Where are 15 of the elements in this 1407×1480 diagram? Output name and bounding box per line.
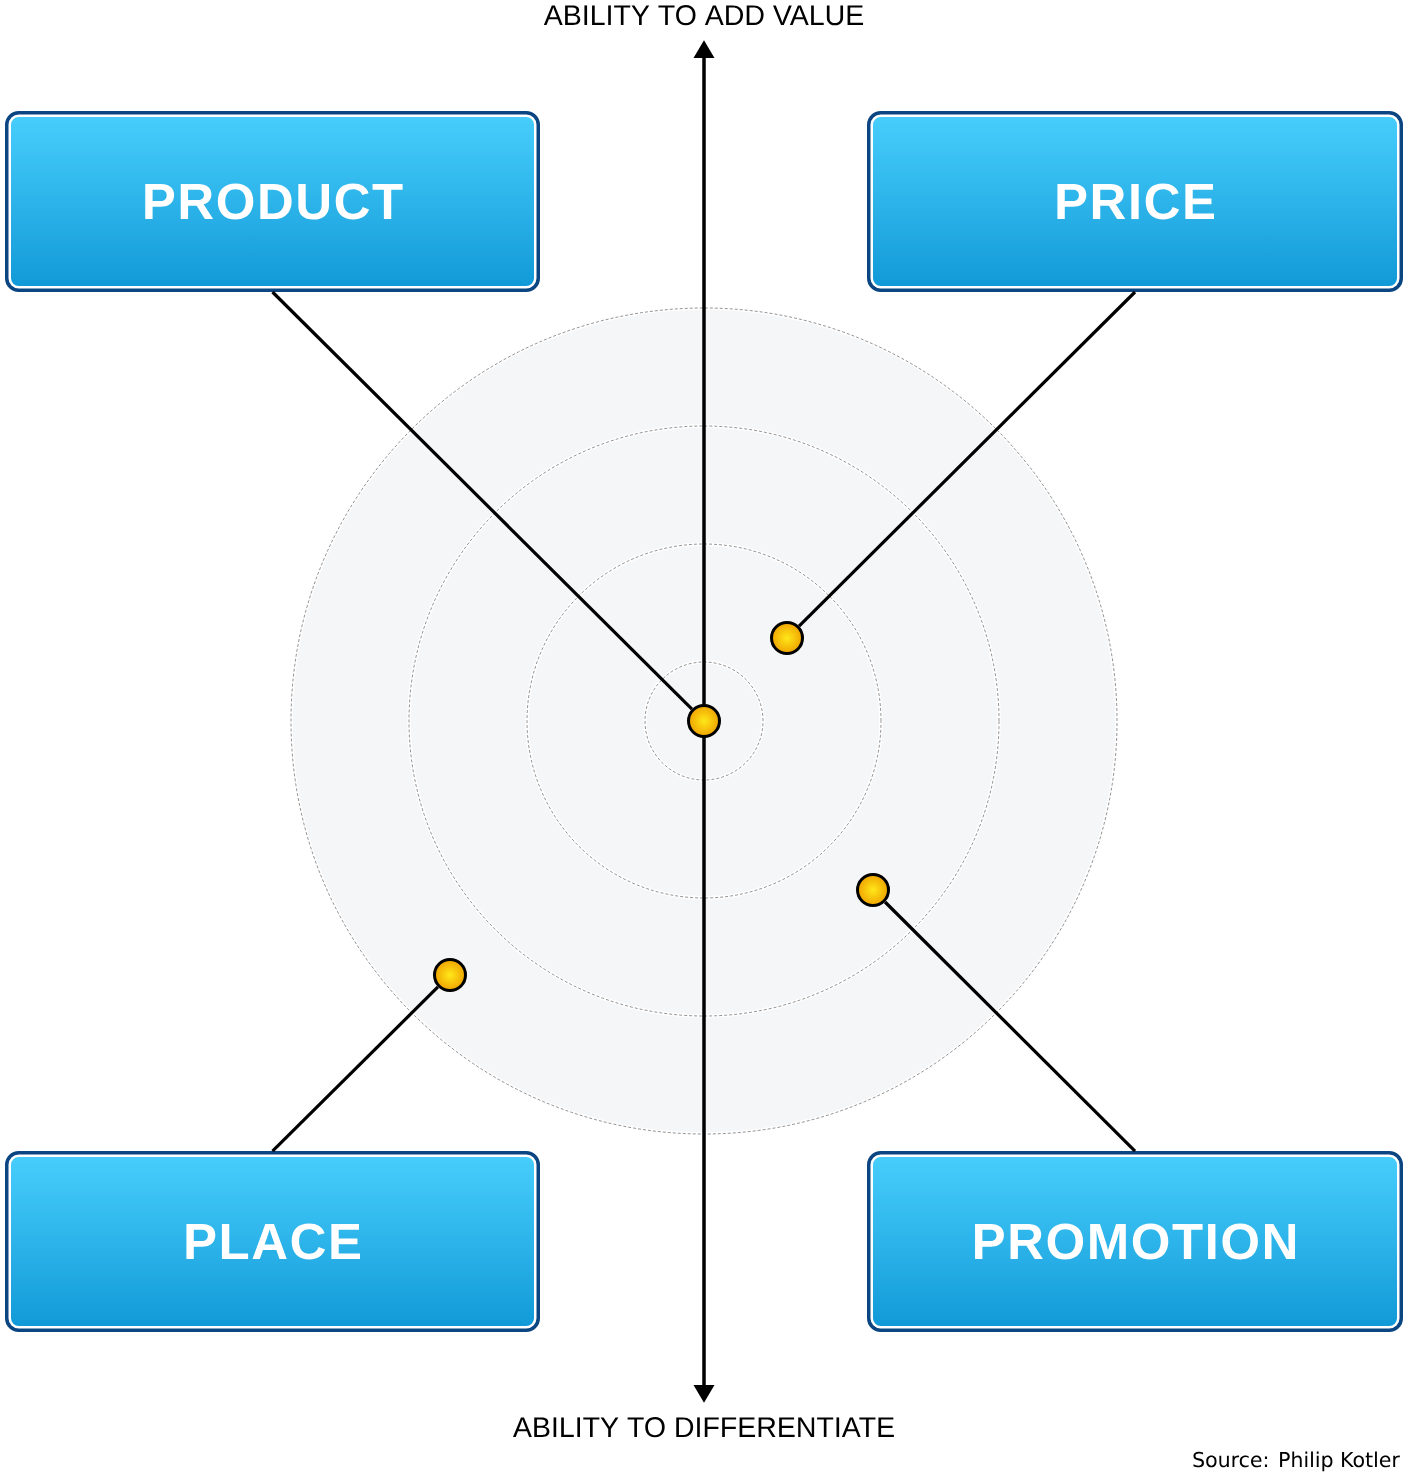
source-note: Source: Philip Kotler — [1193, 1451, 1400, 1472]
category-box: PLACE — [5, 1151, 540, 1332]
axis-label: ABILITY TO DIFFERENTIATE — [513, 1417, 894, 1438]
marker-dot — [856, 873, 890, 907]
category-box: PRODUCT — [5, 111, 540, 292]
leader-line — [797, 290, 1137, 628]
category-box: PROMOTION — [867, 1151, 1403, 1332]
leader-line — [883, 900, 1137, 1153]
category-box: PRICE — [867, 111, 1403, 292]
axis-label: ABILITY TO ADD VALUE — [543, 5, 864, 26]
marker-dot — [687, 704, 721, 738]
leader-line — [271, 985, 440, 1153]
marker-dot — [770, 621, 804, 655]
marker-dot — [433, 958, 467, 992]
leader-line — [271, 290, 694, 711]
